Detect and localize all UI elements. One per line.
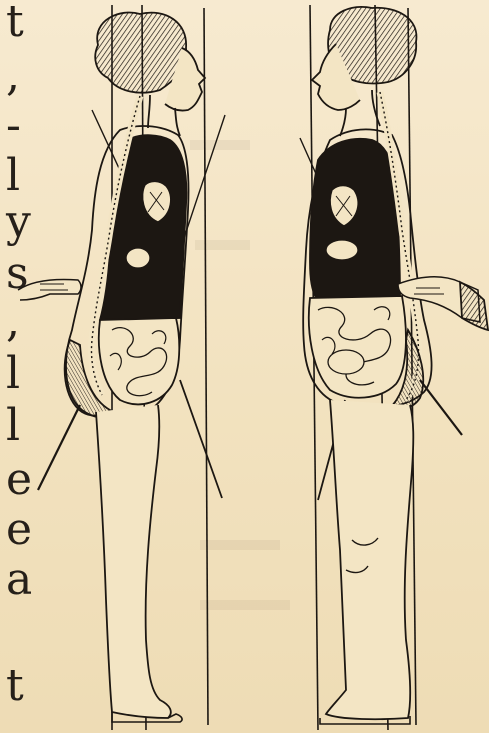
stomach xyxy=(326,240,358,260)
legs xyxy=(326,400,413,719)
posture-line xyxy=(38,405,80,490)
body-cavity xyxy=(310,139,400,298)
figure-facing-left xyxy=(300,5,488,730)
stomach xyxy=(126,248,150,268)
legs xyxy=(96,405,171,718)
figure-facing-right xyxy=(18,5,225,730)
reference-line xyxy=(204,8,208,725)
posture-line xyxy=(180,380,222,498)
